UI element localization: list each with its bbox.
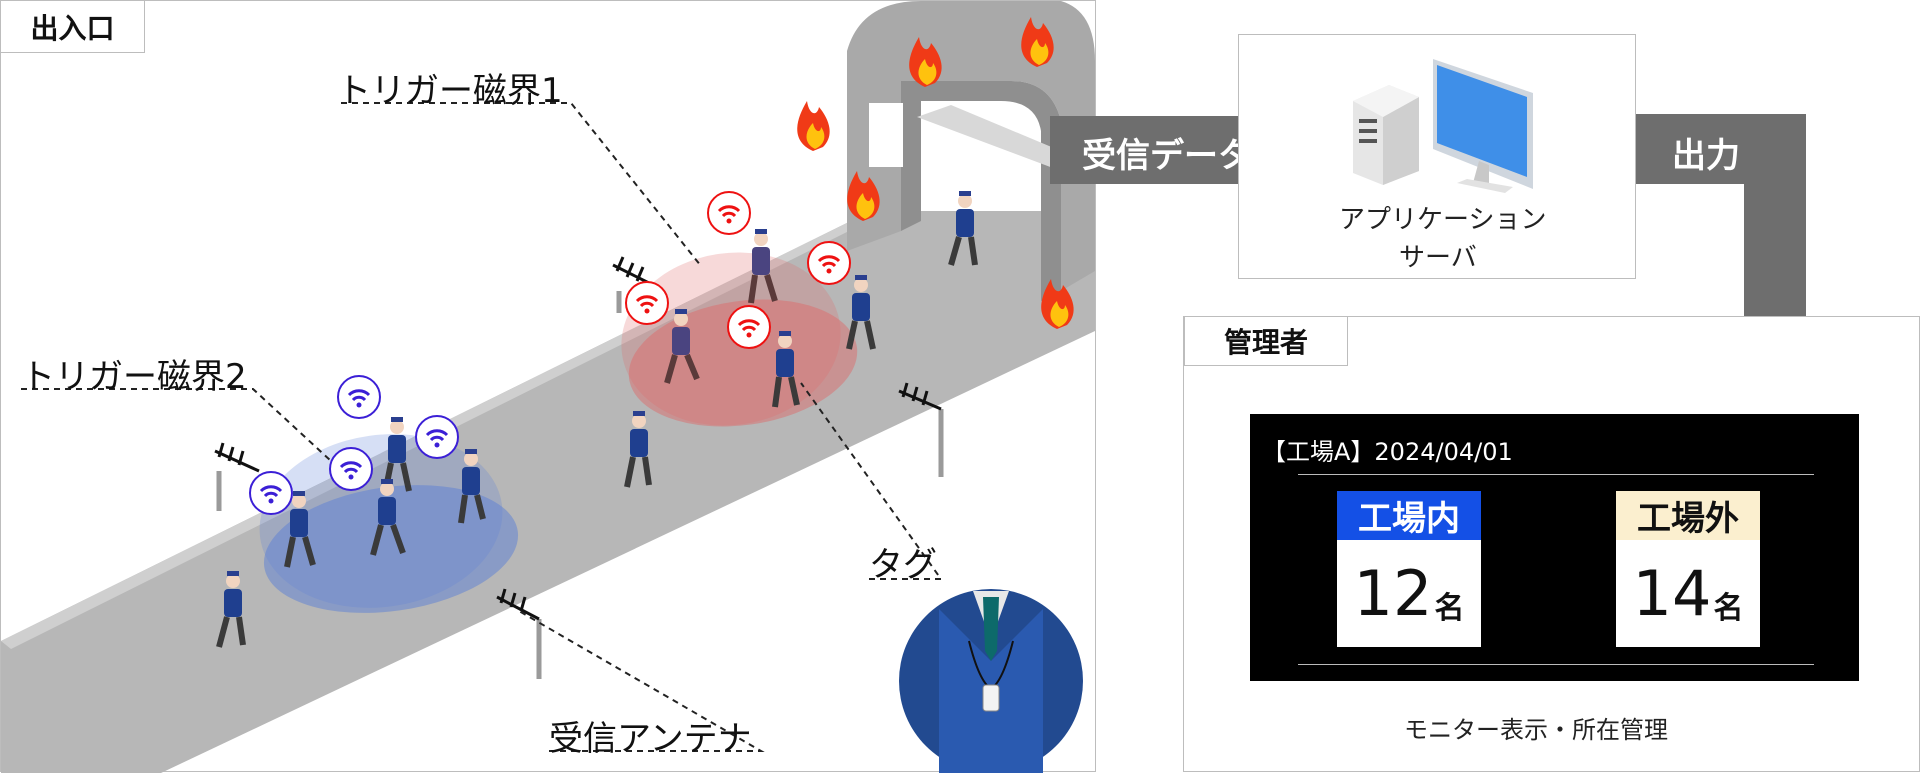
tag-label: タグ: [869, 545, 937, 585]
monitor-caption: モニター表示・所在管理: [1404, 716, 1668, 744]
fire-icon: [847, 171, 880, 221]
entrance-panel: 出入口 トリガー磁界1 トリガー磁界2 タグ 受信アンテナ: [0, 0, 1096, 773]
outside-unit: 名: [1713, 590, 1744, 626]
monitor-divider-bottom: [1298, 664, 1814, 665]
wifi-icon: [337, 375, 381, 419]
fire-icon: [797, 101, 830, 151]
monitor-display: 【工場A】2024/04/01 工場内 12 名 工場外 14 名: [1250, 414, 1859, 681]
inside-count: 12: [1353, 556, 1433, 630]
entrance-label: 出入口: [1, 1, 145, 53]
outside-count: 14: [1632, 556, 1712, 630]
leader-lines: [21, 102, 943, 752]
gate: [847, 1, 1095, 301]
server-panel: アプリケーション サーバ: [1238, 34, 1636, 279]
wifi-icon: [707, 191, 751, 235]
received-data-label: 受信データ: [1082, 136, 1252, 176]
outside-value: 14 名: [1616, 540, 1760, 647]
outside-label: 工場外: [1616, 491, 1760, 540]
wifi-icon: [807, 241, 851, 285]
monitor-divider-top: [1298, 474, 1814, 475]
walkway: [1, 211, 1095, 773]
output-label: 出力: [1672, 136, 1740, 176]
inside-value: 12 名: [1337, 540, 1481, 647]
wifi-icon: [329, 447, 373, 491]
antenna-label: 受信アンテナ: [549, 719, 752, 759]
trigger-field-1-label: トリガー磁界1: [337, 71, 563, 111]
person-icon: [216, 191, 978, 648]
id-badge-icon: [899, 589, 1083, 773]
fire-icon: [1021, 17, 1054, 67]
antenna-icon: [214, 442, 260, 511]
wifi-icon: [625, 281, 669, 325]
inside-card: 工場内 12 名: [1337, 491, 1481, 647]
server-icon: [1353, 85, 1419, 185]
entrance-scene: [1, 1, 1095, 773]
wifi-icon: [415, 415, 459, 459]
server-label-line1: アプリケーション: [1339, 205, 1547, 235]
monitor-header: 【工場A】2024/04/01: [1262, 438, 1513, 466]
trigger-field-2-label: トリガー磁界2: [21, 357, 247, 397]
monitor-icon: [1433, 59, 1533, 193]
wifi-icon: [249, 471, 293, 515]
server-label-line2: サーバ: [1399, 243, 1477, 273]
fire-icon: [909, 37, 942, 87]
outside-card: 工場外 14 名: [1616, 491, 1760, 647]
inside-label: 工場内: [1337, 491, 1481, 540]
antenna-icon: [898, 382, 944, 477]
antenna-icon: [496, 588, 542, 679]
fire-icon: [1041, 279, 1074, 329]
wifi-icon: [727, 305, 771, 349]
admin-label: 管理者: [1184, 316, 1348, 366]
inside-unit: 名: [1434, 590, 1465, 626]
